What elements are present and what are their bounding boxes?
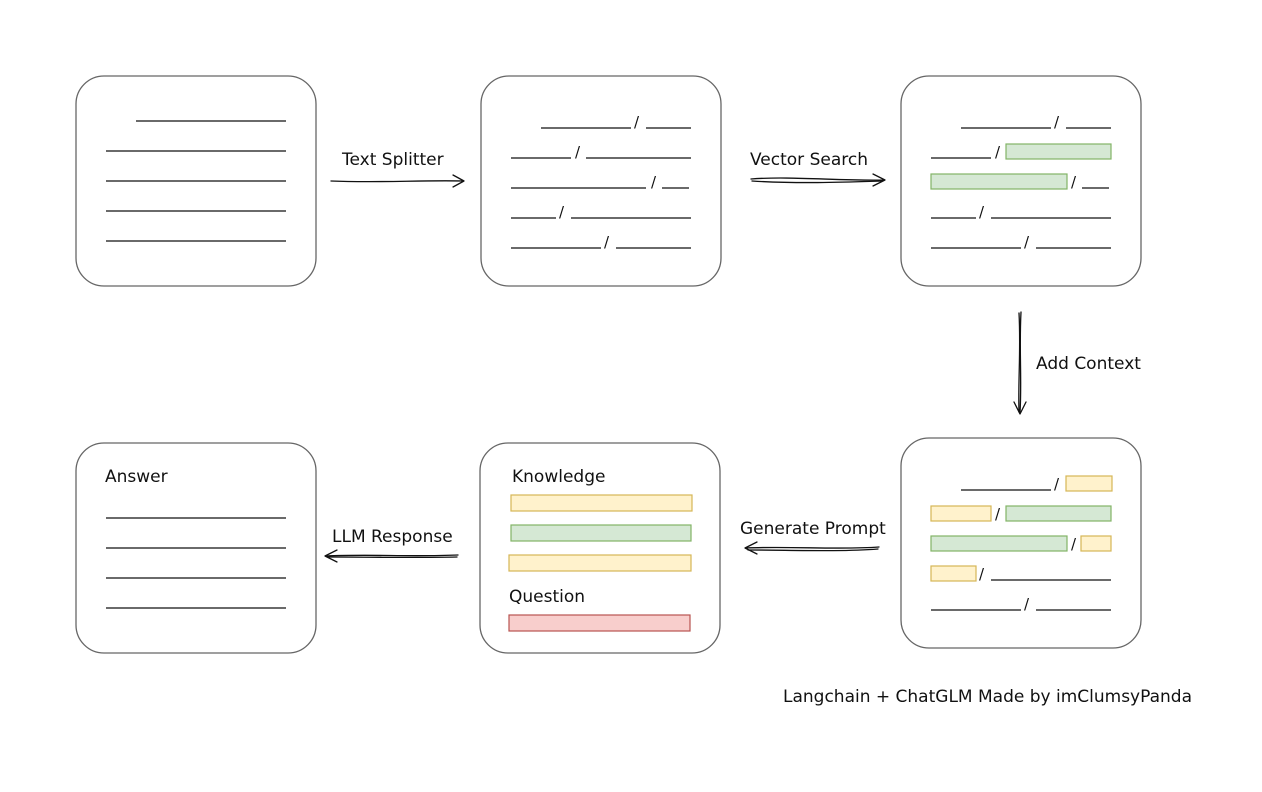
chunk-separator: / — [979, 203, 985, 221]
matched-chunk-highlight — [930, 535, 1068, 552]
context-highlight — [930, 565, 977, 582]
search-results-box: / / / / / — [900, 75, 1142, 287]
chunks-box: / / / / / — [480, 75, 722, 287]
context-box: / / / / / — [900, 437, 1142, 649]
knowledge-chunk — [510, 524, 692, 542]
context-highlight — [1080, 535, 1112, 552]
vector-search-label: Vector Search — [750, 150, 868, 170]
matched-chunk-highlight — [930, 173, 1068, 190]
prompt-box: Knowledge Question — [479, 442, 721, 654]
chunk-separator: / — [1054, 113, 1060, 131]
chunk-separator: / — [1024, 595, 1030, 613]
chunk-separator: / — [575, 143, 581, 161]
knowledge-chunk — [510, 494, 693, 512]
chunk-separator: / — [1054, 475, 1060, 493]
chunk-separator: / — [995, 143, 1001, 161]
generate-prompt-label: Generate Prompt — [740, 519, 886, 539]
chunk-separator: / — [651, 173, 657, 191]
llm-response-label: LLM Response — [332, 527, 453, 547]
matched-chunk-highlight — [1005, 143, 1112, 160]
knowledge-chunk — [508, 554, 692, 572]
matched-chunk-highlight — [1005, 505, 1112, 522]
chunk-separator: / — [1071, 535, 1077, 553]
context-highlight — [930, 505, 992, 522]
chunk-separator: / — [604, 233, 610, 251]
chunk-separator: / — [1024, 233, 1030, 251]
chunk-separator: / — [559, 203, 565, 221]
vector-search-connector: Vector Search — [750, 150, 886, 187]
add-context-connector: Add Context — [1013, 311, 1141, 415]
question-highlight — [508, 614, 691, 632]
chunk-separator: / — [1071, 173, 1077, 191]
generate-prompt-connector: Generate Prompt — [740, 519, 886, 555]
add-context-label: Add Context — [1036, 354, 1141, 374]
chunk-separator: / — [979, 565, 985, 583]
knowledge-label: Knowledge — [512, 467, 605, 487]
answer-box: Answer — [75, 442, 317, 654]
context-highlight — [1065, 475, 1113, 492]
credit-text: Langchain + ChatGLM Made by imClumsyPand… — [783, 687, 1192, 707]
answer-label: Answer — [105, 467, 168, 487]
document-box — [75, 75, 317, 287]
chunk-separator: / — [995, 505, 1001, 523]
chunk-separator: / — [634, 113, 640, 131]
text-splitter-label: Text Splitter — [341, 150, 444, 170]
text-splitter-connector: Text Splitter — [330, 150, 465, 188]
llm-response-connector: LLM Response — [324, 527, 459, 563]
question-label: Question — [509, 587, 585, 607]
